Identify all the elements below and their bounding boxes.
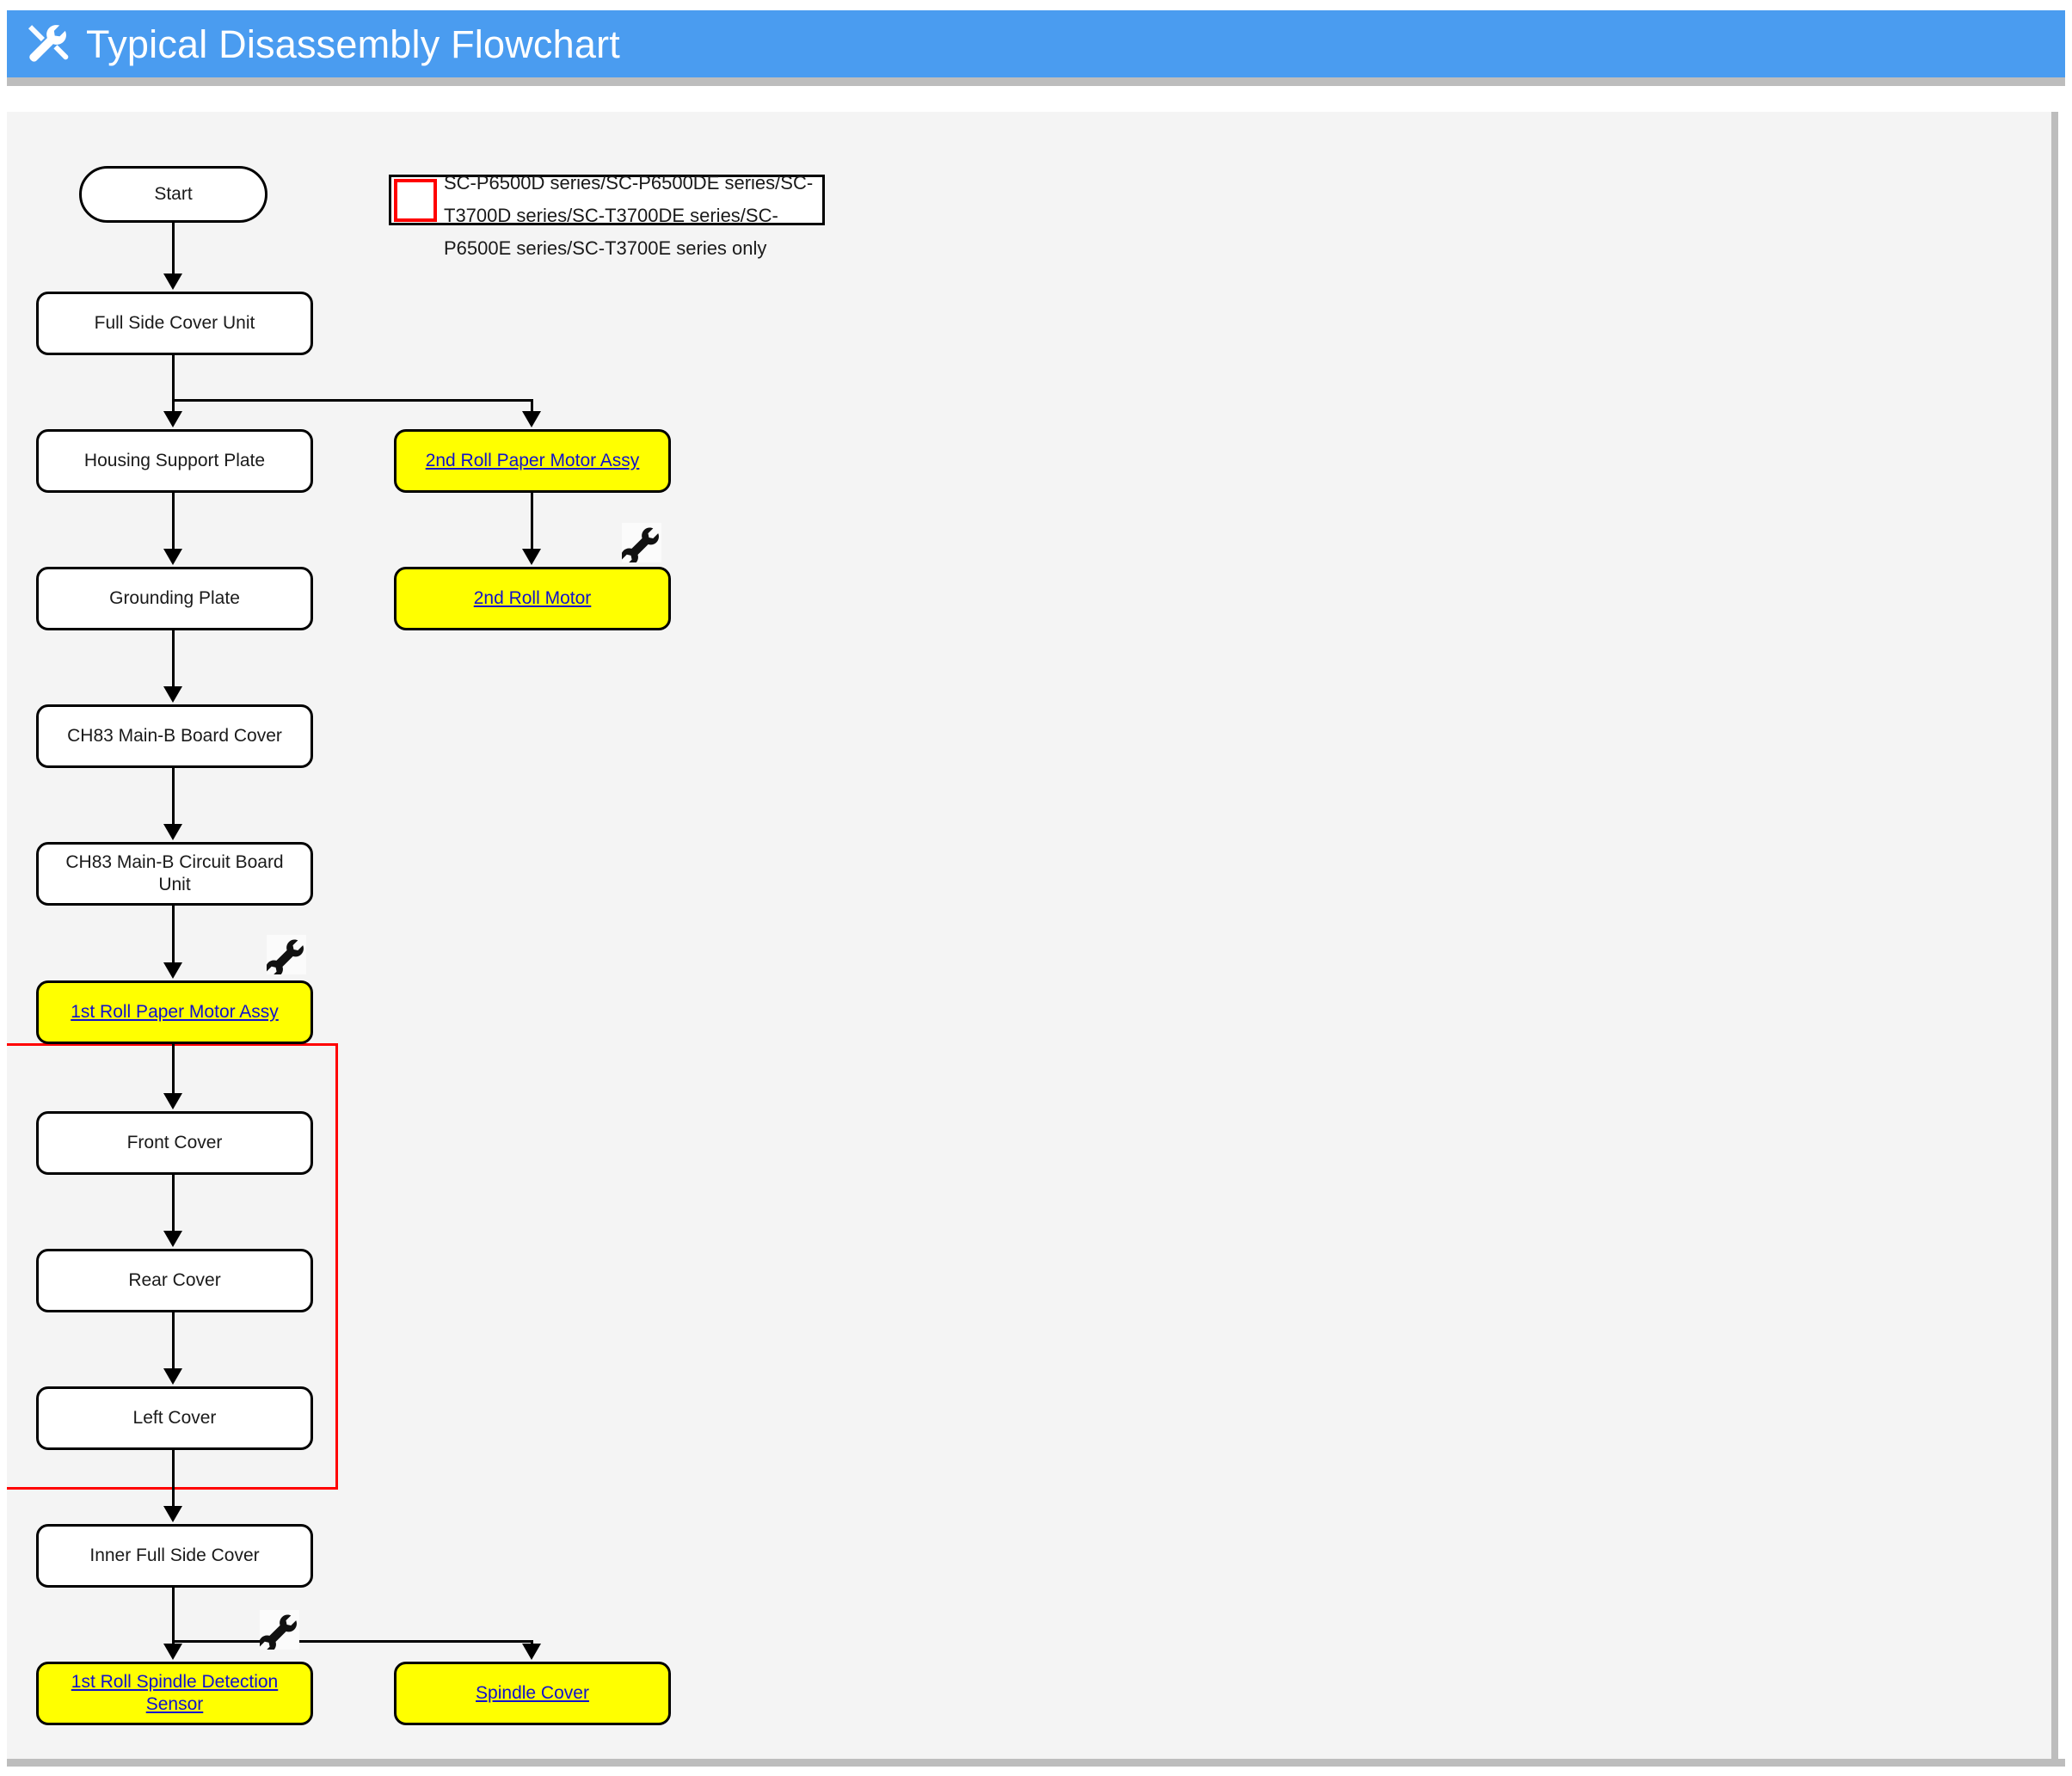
node-full-side-cover-unit[interactable]: Full Side Cover Unit — [36, 292, 313, 355]
connector-line — [172, 1175, 175, 1233]
node-label: Start — [154, 183, 193, 204]
connector-arrowhead — [163, 273, 182, 290]
node-grounding-plate[interactable]: Grounding Plate — [36, 567, 313, 630]
node-1st-roll-paper-motor-assy[interactable]: 1st Roll Paper Motor Assy — [36, 980, 313, 1044]
flowchart-canvas: SC-P6500D series/SC-P6500DE series/SC-T3… — [7, 112, 2051, 1759]
node-housing-support-plate[interactable]: Housing Support Plate — [36, 429, 313, 493]
legend-box — [389, 175, 825, 225]
connector-line — [172, 1312, 175, 1371]
legend-text: SC-P6500D series/SC-P6500DE series/SC-T3… — [444, 172, 814, 259]
node-inner-full-side-cover[interactable]: Inner Full Side Cover — [36, 1524, 313, 1588]
connector-line — [172, 1450, 175, 1509]
node-spindle-cover[interactable]: Spindle Cover — [394, 1662, 671, 1725]
connector-arrowhead — [163, 824, 182, 840]
connector-arrowhead — [163, 549, 182, 565]
node-link-label[interactable]: Spindle Cover — [476, 1682, 589, 1703]
node-start[interactable]: Start — [79, 166, 267, 223]
node-label: Grounding Plate — [109, 587, 240, 608]
connector-arrowhead — [163, 1231, 182, 1247]
flowchart-canvas-panel: SC-P6500D series/SC-P6500DE series/SC-T3… — [7, 112, 2058, 1759]
connector-line — [172, 906, 175, 965]
node-label: Left Cover — [132, 1407, 217, 1428]
connector-arrowhead — [522, 411, 541, 427]
node-link-label[interactable]: 1st Roll Spindle Detection Sensor — [71, 1671, 279, 1714]
node-link-label[interactable]: 2nd Roll Motor — [473, 587, 592, 608]
node-label: Rear Cover — [128, 1269, 221, 1290]
connector-line — [172, 355, 175, 414]
connector-line — [172, 1044, 175, 1096]
node-link-label[interactable]: 1st Roll Paper Motor Assy — [71, 1001, 279, 1022]
node-link-label[interactable]: 2nd Roll Paper Motor Assy — [425, 450, 640, 470]
node-front-cover[interactable]: Front Cover — [36, 1111, 313, 1175]
wrench-screwdriver-icon — [24, 21, 71, 67]
node-label: Full Side Cover Unit — [94, 312, 255, 333]
connector-line — [172, 223, 175, 276]
connector-arrowhead — [163, 411, 182, 427]
wrench-icon — [622, 523, 661, 562]
connector-arrowhead — [163, 686, 182, 703]
connector-line — [172, 630, 175, 689]
app-header: Typical Disassembly Flowchart — [7, 10, 2065, 77]
node-rear-cover[interactable]: Rear Cover — [36, 1249, 313, 1312]
connector-arrowhead — [522, 1644, 541, 1660]
node-label: CH83 Main-B Circuit Board Unit — [65, 851, 284, 894]
connector-arrowhead — [163, 962, 182, 979]
connector-branch-line — [172, 1640, 533, 1643]
connector-line — [172, 768, 175, 827]
wrench-icon — [260, 1610, 299, 1650]
connector-line — [172, 1588, 175, 1646]
node-1st-roll-spindle-detection-sensor[interactable]: 1st Roll Spindle Detection Sensor — [36, 1662, 313, 1725]
connector-arrowhead — [163, 1506, 182, 1522]
node-label: Inner Full Side Cover — [89, 1545, 260, 1565]
connector-line — [172, 493, 175, 551]
page-title: Typical Disassembly Flowchart — [86, 22, 620, 66]
connector-arrowhead — [163, 1644, 182, 1660]
connector-line — [531, 493, 533, 551]
legend-color-swatch — [394, 179, 437, 222]
wrench-icon — [267, 935, 306, 974]
node-label: CH83 Main-B Board Cover — [67, 725, 282, 746]
node-ch83-main-b-circuit-board-unit[interactable]: CH83 Main-B Circuit Board Unit — [36, 842, 313, 906]
node-left-cover[interactable]: Left Cover — [36, 1386, 313, 1450]
content-bottom-shadow — [7, 1759, 2065, 1767]
connector-arrowhead — [163, 1368, 182, 1385]
node-ch83-main-b-board-cover[interactable]: CH83 Main-B Board Cover — [36, 704, 313, 768]
connector-arrowhead — [522, 549, 541, 565]
node-2nd-roll-motor[interactable]: 2nd Roll Motor — [394, 567, 671, 630]
connector-arrowhead — [163, 1093, 182, 1109]
node-label: Front Cover — [126, 1132, 223, 1152]
connector-line — [531, 399, 533, 414]
node-label: Housing Support Plate — [83, 450, 266, 470]
connector-branch-line — [172, 399, 533, 402]
header-shadow — [7, 77, 2065, 86]
node-2nd-roll-paper-motor-assy[interactable]: 2nd Roll Paper Motor Assy — [394, 429, 671, 493]
